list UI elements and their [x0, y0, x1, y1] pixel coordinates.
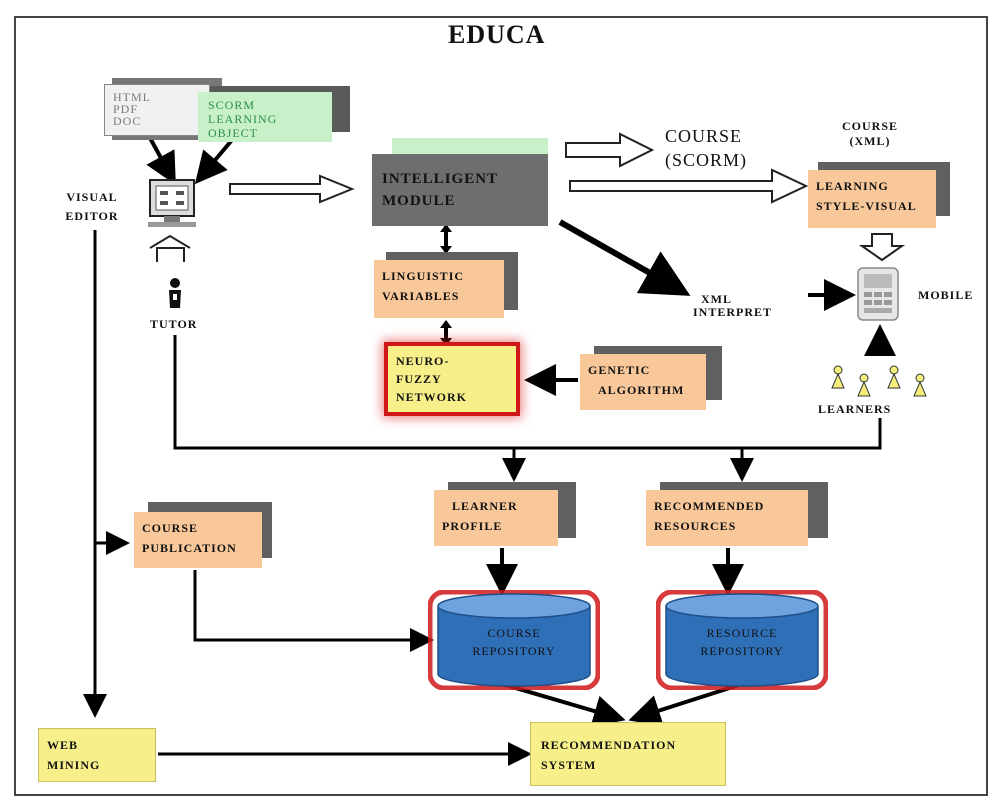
arrow-docs-to-editor	[146, 137, 176, 186]
visual-editor-line-1: VISUAL	[66, 190, 118, 204]
hollow-arrow-to-mobile	[858, 233, 906, 262]
neuro-fuzzy-network: NEURO- FUZZY NETWORK	[388, 346, 516, 412]
recommendation-system: RECOMMENDATION SYSTEM	[530, 722, 726, 786]
learner-profile-line-1: LEARNER	[452, 499, 518, 513]
neuro-line-3: NETWORK	[396, 390, 468, 404]
genetic-line-2: ALGORITHM	[598, 383, 685, 397]
web-mining-line-1: WEB	[47, 738, 79, 752]
course-xml-label: COURSE (XML)	[830, 117, 910, 151]
diagram-frame	[14, 16, 988, 796]
learner-profile-line-2: PROFILE	[442, 519, 503, 533]
visual-editor-label: VISUAL EDITOR	[58, 188, 126, 226]
resource-repository: RESOURCE REPOSITORY	[656, 590, 828, 690]
learner-profile: LEARNER PROFILE	[434, 490, 558, 546]
web-mining-line-2: MINING	[47, 758, 101, 772]
course-publication: COURSE PUBLICATION	[134, 512, 262, 568]
visual-editor-line-2: EDITOR	[65, 209, 119, 223]
doc-line-html: HTML	[113, 90, 151, 104]
scorm-line-2: LEARNING	[208, 112, 278, 126]
recommended-line-1: RECOMMENDED	[654, 499, 765, 513]
learning-style-visual: LEARNING STYLE-VISUAL	[808, 170, 936, 228]
intelligent-module-line-2: MODULE	[382, 193, 456, 209]
hollow-arrow-editor-to-module	[229, 174, 355, 204]
neuro-line-1: NEURO-	[396, 354, 450, 368]
tutor-person-icon	[169, 278, 181, 308]
genetic-algorithm: GENETIC ALGORITHM	[580, 354, 706, 410]
web-mining: WEB MINING	[38, 728, 156, 782]
computer-icon	[148, 179, 196, 227]
course-scorm-line-1: COURSE	[665, 126, 743, 146]
linguistic-line-1: LINGUISTIC	[382, 269, 465, 283]
doc-line-doc: DOC	[113, 114, 142, 128]
diagram-title: EDUCA	[448, 20, 546, 49]
course-repository: COURSE REPOSITORY	[428, 590, 600, 690]
resource-repo-line-1: RESOURCE	[706, 626, 778, 640]
course-publication-line-1: COURSE	[142, 521, 199, 535]
course-scorm-label: COURSE (SCORM)	[665, 124, 747, 172]
hollow-arrow-to-learning-style	[569, 168, 809, 204]
course-xml-line-2: (XML)	[849, 134, 891, 148]
learning-style-line-1: LEARNING	[816, 179, 889, 193]
recommended-resources: RECOMMENDED RESOURCES	[646, 490, 808, 546]
tutor-label: TUTOR	[150, 317, 198, 331]
xml-interpret-label: XML INTERPRET	[693, 290, 772, 322]
xml-interpret-line-1: XML	[701, 292, 732, 306]
learners-label: LEARNERS	[818, 402, 892, 416]
genetic-line-1: GENETIC	[588, 363, 651, 377]
course-xml-line-1: COURSE	[841, 119, 898, 133]
recommendation-line-1: RECOMMENDATION	[541, 738, 677, 752]
learners-icon	[831, 365, 927, 397]
course-scorm-line-2: (SCORM)	[665, 150, 748, 170]
neuro-line-2: FUZZY	[396, 372, 442, 386]
mobile-device-icon	[857, 267, 899, 321]
arrow-scorm-to-editor	[194, 138, 234, 185]
intelligent-module-line-1: INTELLIGENT	[382, 171, 499, 187]
xml-interpret-line-2: INTERPRET	[693, 305, 773, 319]
learning-style-line-2: STYLE-VISUAL	[816, 199, 917, 213]
resource-repo-line-2: REPOSITORY	[700, 644, 784, 658]
linguistic-variables: LINGUISTIC VARIABLES	[374, 260, 504, 318]
scorm-line-1: SCORM	[208, 98, 256, 112]
recommendation-line-2: SYSTEM	[541, 758, 597, 772]
hollow-arrow-tutor-up	[149, 234, 191, 249]
course-publication-line-2: PUBLICATION	[142, 541, 237, 555]
intelligent-module: INTELLIGENT MODULE	[372, 154, 548, 226]
line-feedback-bus	[173, 335, 882, 450]
course-repo-line-1: COURSE	[487, 626, 541, 640]
course-repo-line-2: REPOSITORY	[472, 644, 556, 658]
arrow-module-to-xml	[558, 219, 691, 296]
mobile-label: MOBILE	[918, 288, 974, 302]
scorm-line-3: OBJECT	[208, 126, 259, 140]
hollow-arrow-to-course-scorm	[565, 132, 655, 168]
scorm-learning-object: SCORM LEARNING OBJECT	[198, 92, 332, 142]
source-documents: HTML PDF DOC	[104, 84, 210, 136]
doc-line-pdf: PDF	[113, 102, 139, 116]
arrow-publication-to-repo	[193, 570, 434, 652]
linguistic-line-2: VARIABLES	[382, 289, 460, 303]
recommended-line-2: RESOURCES	[654, 519, 737, 533]
